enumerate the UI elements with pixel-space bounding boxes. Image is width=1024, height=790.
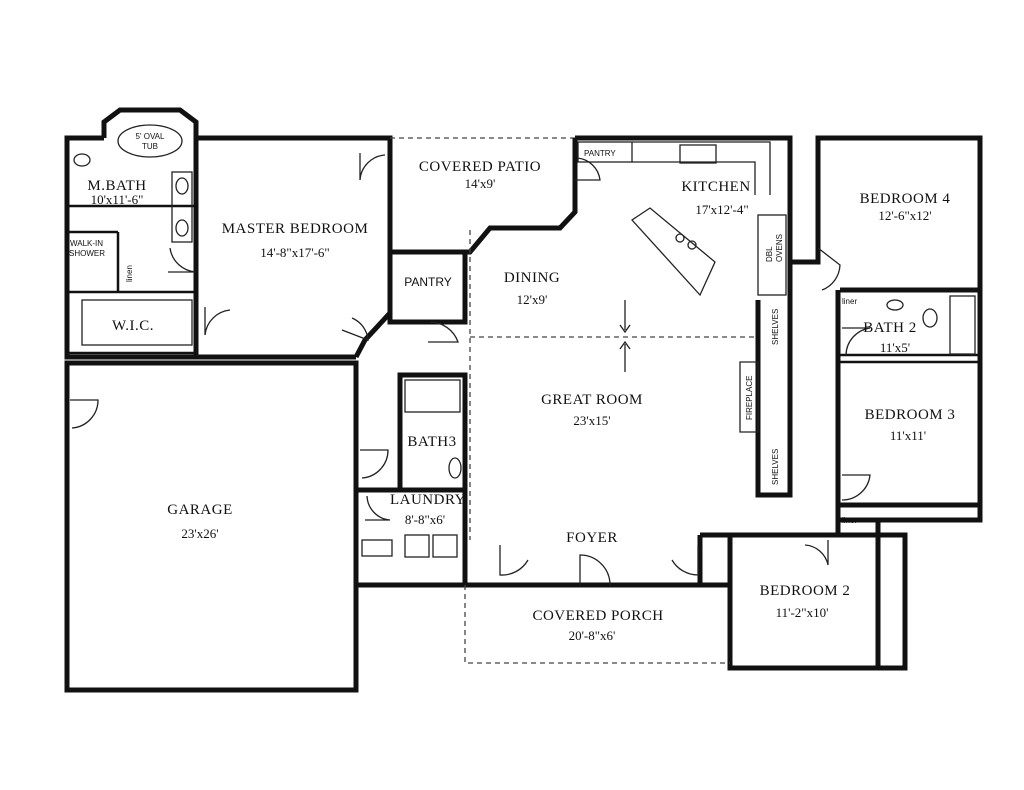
bedroom3-dim: 11'x11' — [890, 428, 926, 443]
dining-dim: 12'x9' — [517, 292, 548, 307]
dryer-icon — [432, 534, 458, 558]
bedroom3-door — [841, 474, 871, 501]
laundry-walls — [356, 487, 468, 588]
bedroom2-walls — [727, 532, 908, 671]
walk-in-shower-label: WALK-IN — [70, 239, 103, 248]
wic-door — [204, 307, 231, 336]
bedroom2-door — [804, 540, 829, 566]
patio-door — [575, 157, 601, 181]
bedroom3-liner-label: liner — [842, 516, 857, 525]
shelves-label-2: SHELVES — [771, 449, 780, 485]
kitchen-sink-icon — [679, 144, 717, 164]
mbath-linen-label: linen — [125, 265, 134, 282]
cooktop-icon-2 — [687, 240, 697, 250]
master-bedroom-name: MASTER BEDROOM — [222, 221, 369, 237]
covered-porch-dim: 20'-8"x6' — [569, 628, 616, 643]
hall-door-garage — [360, 449, 389, 479]
dbl-ovens-label: DBL — [765, 246, 774, 262]
dining-name: DINING — [504, 270, 560, 286]
shelves-label: SHELVES — [771, 309, 780, 345]
oval-tub-label: 5' OVAL — [136, 132, 166, 141]
bedroom2-dim: 11'-2"x10' — [776, 605, 829, 620]
kitchen-counter — [632, 141, 771, 195]
pantry-name: PANTRY — [404, 275, 452, 289]
kitchen-north-wall — [575, 135, 983, 293]
foyer-west-door — [499, 545, 529, 576]
bedroom4-dim: 12'-6"x12' — [878, 208, 931, 223]
great-room-dim: 23'x15' — [573, 413, 610, 428]
mbath-vanity — [171, 171, 193, 243]
bedroom2-name: BEDROOM 2 — [760, 583, 851, 599]
oval-tub-label-2: TUB — [142, 142, 158, 151]
kitchen-island — [631, 207, 716, 297]
bath2-liner-label: liner — [842, 297, 857, 306]
covered-porch-dash — [464, 585, 730, 664]
garage-name: GARAGE — [167, 502, 233, 518]
axis-arrow-icon — [619, 300, 631, 372]
garage-dim: 23'x26' — [181, 526, 218, 541]
laundry-door — [365, 495, 391, 521]
wic-shelf — [81, 299, 193, 346]
bath2-door — [842, 327, 871, 356]
laundry-shelf — [361, 539, 393, 557]
great-room-name: GREAT ROOM — [541, 392, 643, 408]
fireplace-label: FIREPLACE — [745, 376, 754, 420]
bath2-tub — [949, 295, 976, 355]
foyer-south-wall — [462, 532, 730, 588]
washer-icon — [404, 534, 430, 558]
garage-walls — [64, 360, 359, 693]
wic-walls — [67, 290, 196, 355]
master-bedroom-dim: 14'-8"x17'-6" — [260, 245, 329, 260]
mbath-shower-walls — [67, 204, 196, 292]
bath2-name: BATH 2 — [863, 320, 916, 336]
bedroom4-name: BEDROOM 4 — [860, 191, 951, 207]
sink-icon — [175, 177, 189, 195]
bath3-door — [428, 321, 459, 343]
master-hall-door — [341, 317, 369, 341]
toilet-icon — [73, 153, 91, 167]
kitchen-name: KITCHEN — [681, 179, 750, 195]
bath3-name: BATH3 — [407, 434, 456, 450]
kitchen-pantry-box — [577, 141, 633, 163]
foyer-front-door — [579, 554, 611, 586]
walk-in-shower-label-2: SHOWER — [69, 249, 105, 258]
laundry-name: LAUNDRY — [390, 492, 466, 508]
master-bedroom-door — [359, 153, 386, 181]
sink-icon-2 — [175, 219, 189, 237]
mbath-dim: 10'x11'-6" — [91, 192, 144, 207]
bath2-sink-icon — [886, 299, 904, 311]
cooktop-icon — [675, 233, 685, 243]
kitchen-dim: 17'x12'-4" — [695, 202, 748, 217]
covered-patio-name: COVERED PATIO — [419, 159, 541, 175]
bath2-toilet-icon — [922, 308, 938, 328]
laundry-dim: 8'-8"x6' — [405, 512, 445, 527]
dbl-ovens-box — [757, 214, 787, 296]
bedroom3-name: BEDROOM 3 — [865, 407, 956, 423]
kitchen-pantry-label: PANTRY — [584, 149, 616, 158]
oval-tub-icon — [117, 124, 183, 158]
bedroom2-connector — [835, 520, 881, 668]
garage-door — [70, 399, 99, 429]
wic-name: W.I.C. — [112, 318, 154, 334]
master-suite-walls — [64, 107, 393, 360]
bedroom4-door — [817, 247, 841, 291]
bath3-walls — [397, 372, 468, 493]
bath3-shower — [404, 379, 461, 413]
pantry-walls — [387, 252, 468, 325]
covered-patio-dim: 14'x9' — [465, 176, 496, 191]
mbath-name: M.BATH — [87, 178, 146, 194]
bath2-walls — [838, 353, 980, 364]
bath3-sink-icon — [448, 457, 462, 479]
mbath-door — [168, 247, 197, 273]
dbl-ovens-label-2: OVENS — [775, 234, 784, 262]
foyer-name: FOYER — [566, 530, 618, 546]
master-bedroom-east-wall — [353, 311, 392, 359]
bedroom3-south — [838, 290, 983, 508]
bath2-dim: 11'x5' — [880, 340, 910, 355]
foyer-east-door — [671, 545, 699, 576]
covered-porch-name: COVERED PORCH — [532, 608, 663, 624]
fireplace-icon — [739, 361, 759, 433]
covered-patio-walls — [390, 138, 578, 255]
